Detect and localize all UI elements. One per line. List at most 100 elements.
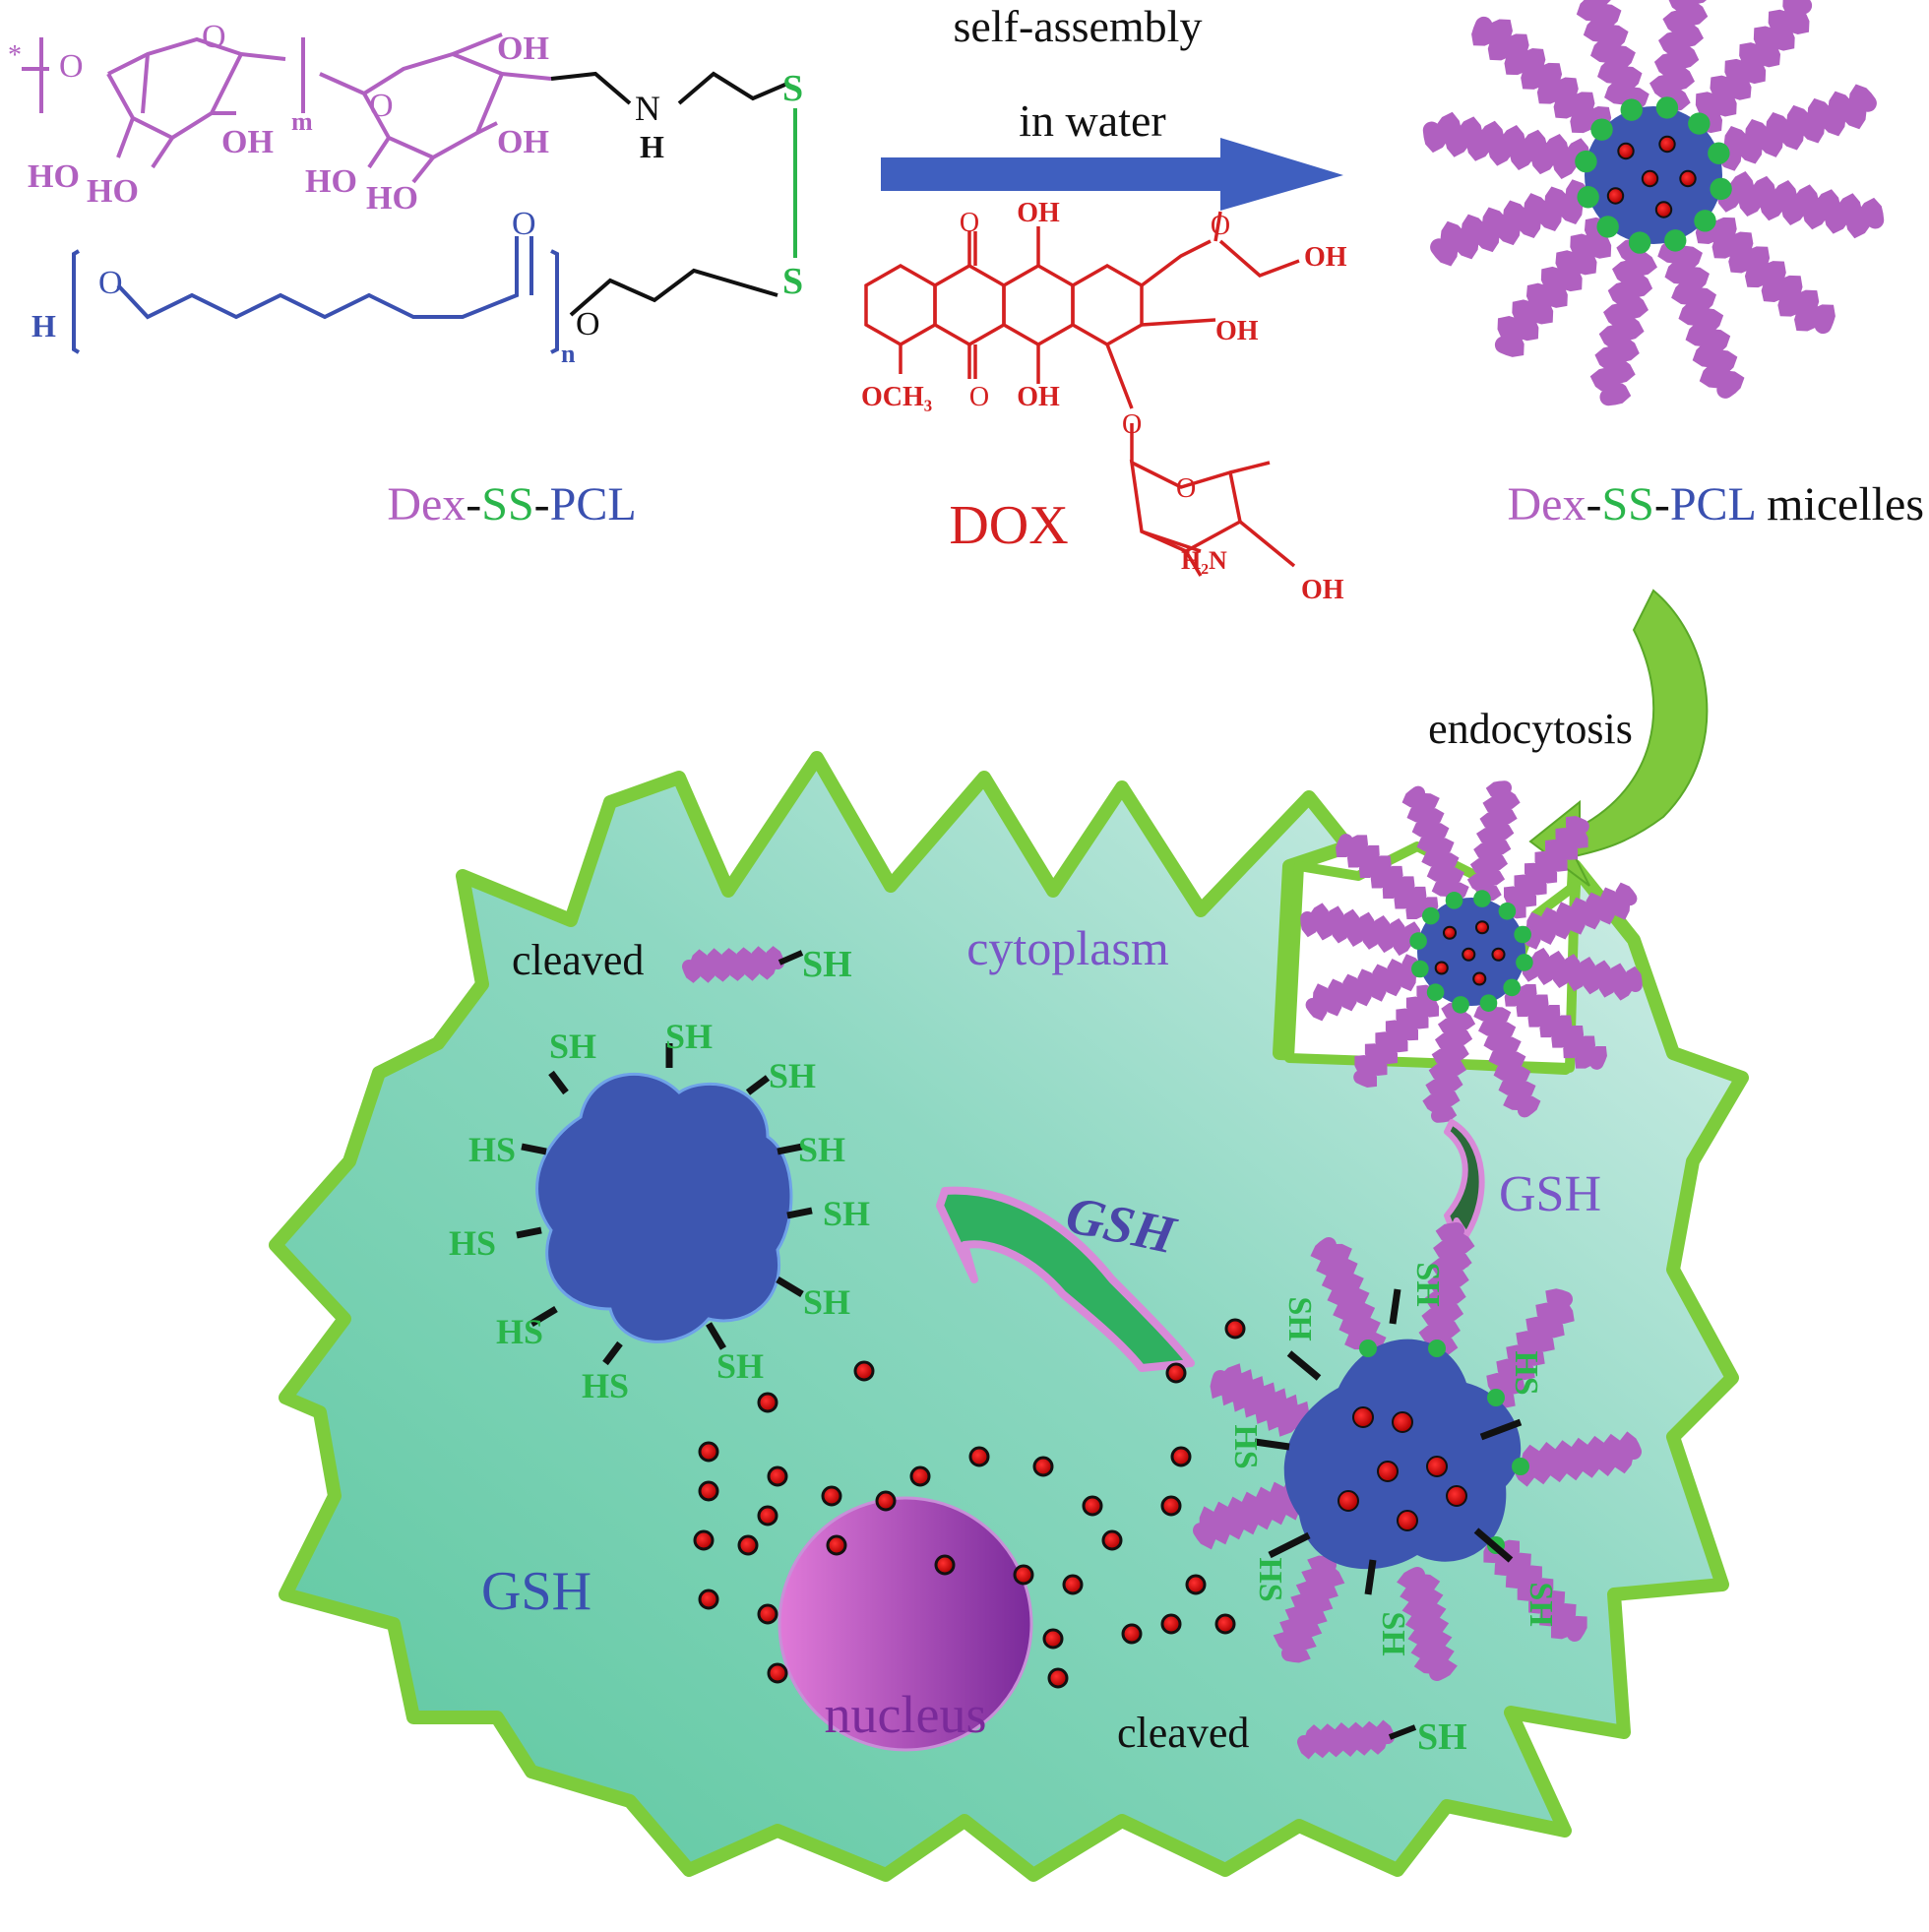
- disulfide-node: [1487, 1389, 1505, 1406]
- dox-molecule: [826, 1534, 847, 1556]
- hydroxyl-label: OH: [1017, 382, 1060, 412]
- thiol-label: SH: [1281, 1296, 1318, 1340]
- dox-molecule: [1224, 1318, 1246, 1340]
- dextran-arm: [1310, 1237, 1387, 1356]
- cleaved-dextran: [1297, 1719, 1395, 1760]
- thiol-bond: [521, 1143, 547, 1155]
- dox-molecule: [1397, 1510, 1418, 1531]
- repeat-subscript-n: n: [561, 340, 576, 368]
- dox-molecule: [1654, 201, 1673, 218]
- dox-molecule: [1377, 1461, 1399, 1482]
- dox-molecule: [821, 1485, 842, 1507]
- polymer-label: Dex-SS-PCL: [387, 478, 636, 530]
- micelle-top: [1422, 0, 1885, 406]
- dox-molecule: [1474, 920, 1490, 935]
- gsh-right-label: GSH: [1499, 1166, 1601, 1222]
- disulfide-node: [1421, 906, 1440, 925]
- dextran-arm: [1418, 1222, 1475, 1356]
- thiol-label: HS: [582, 1366, 629, 1405]
- hydroxyl-label: OH: [221, 124, 274, 160]
- dextran-arm: [1273, 1555, 1345, 1663]
- thiol-label: SH: [1417, 1716, 1467, 1758]
- hydroxyl-label: OH: [1017, 198, 1060, 228]
- hydroxyl-label: OH: [1301, 575, 1344, 605]
- cleaved-dextran: [682, 946, 784, 983]
- disulfide-node: [1628, 231, 1651, 254]
- amine-hydrogen: H: [640, 129, 664, 164]
- dox-molecule: [1679, 169, 1697, 188]
- dextran-arm: [1397, 1567, 1458, 1681]
- thiol-label: SH: [823, 1194, 870, 1233]
- sulfur-atom: S: [782, 68, 803, 109]
- disulfide-node: [1428, 1340, 1446, 1357]
- thiol-label: SH: [769, 1056, 816, 1095]
- cleaved-label-top: cleaved: [512, 936, 644, 984]
- dox-molecule: [1121, 1623, 1143, 1645]
- thiol-label: SH: [1409, 1262, 1446, 1306]
- dox-molecule: [1160, 1495, 1182, 1517]
- dox-molecule: [1101, 1529, 1123, 1551]
- thiol-label: HS: [1252, 1557, 1288, 1601]
- thiol-bond: [1479, 1418, 1523, 1441]
- disulfide-node: [1411, 960, 1429, 978]
- dox-molecule: [1392, 1411, 1413, 1433]
- dox-molecule: [968, 1446, 990, 1467]
- hydroxyl-label: HO: [28, 158, 80, 195]
- amine-nitrogen: N: [635, 89, 660, 128]
- ring-oxygen: O: [202, 19, 226, 55]
- dextran-arm: [1210, 1363, 1310, 1437]
- thiol-label: SH: [665, 1017, 713, 1056]
- disulfide-node: [1359, 1340, 1377, 1357]
- thiol-label: HS: [449, 1223, 496, 1263]
- dextran-arm: [1494, 217, 1614, 357]
- thiol-label: SH: [802, 944, 852, 985]
- thiol-label: SH: [1523, 1582, 1559, 1626]
- dox-molecule: [909, 1465, 931, 1487]
- dox-molecule: [1434, 961, 1449, 975]
- thiol-bond: [705, 1322, 727, 1350]
- cleaved-chain-bottom: [1297, 1719, 1417, 1760]
- carbonyl-oxygen: O: [960, 208, 979, 238]
- pcl-chain: [72, 236, 559, 354]
- dox-molecule: [1641, 169, 1659, 188]
- nucleus-label: nucleus: [825, 1685, 987, 1744]
- thiol-label: SH: [803, 1282, 850, 1322]
- dextran-arm: [1473, 999, 1541, 1118]
- dextran-arm: [1519, 882, 1638, 950]
- dextran-arm: [1471, 16, 1612, 136]
- dox-label: DOX: [949, 495, 1068, 556]
- terminal-hydrogen: H: [31, 308, 56, 343]
- thiol-bond: [1473, 1527, 1514, 1563]
- thiol-bond: [602, 1340, 623, 1366]
- dextran-arm: [1353, 984, 1441, 1088]
- hydroxyl-label: HO: [366, 180, 418, 217]
- ester-oxygen: O: [576, 306, 600, 343]
- disulfide-node: [1445, 892, 1463, 909]
- dex-ss-pcl-structure: * O O m O OH OH OH HO HO HO HO N H S S H…: [8, 19, 803, 530]
- thiol-label: SH: [798, 1130, 845, 1169]
- dox-molecule: [1082, 1495, 1103, 1517]
- dox-molecule: [698, 1589, 719, 1610]
- cell-membrane: [269, 751, 1749, 1882]
- dextran-arm: [1649, 0, 1709, 113]
- cleaved-chain-top: [682, 946, 804, 983]
- dextran-arm: [1336, 834, 1439, 921]
- thiol-bond: [776, 1276, 804, 1298]
- dox-molecule: [1462, 947, 1476, 962]
- carbonyl-oxygen: O: [969, 382, 989, 412]
- hydroxyl-label: OH: [497, 124, 549, 160]
- dextran-arm: [1521, 947, 1643, 1001]
- hydroxyl-label: OH: [1215, 316, 1259, 346]
- thiol-bond: [778, 950, 804, 966]
- sugar-ring-oxygen: O: [1176, 473, 1196, 504]
- dox-structure: O O O OH OH OH OH OCH₃ O O H₂N OH DOX: [861, 198, 1347, 605]
- linker-bonds: [550, 71, 788, 317]
- dox-molecule: [1170, 1446, 1192, 1467]
- glycosidic-oxygen: O: [1122, 409, 1142, 440]
- hydroxyl-label: OH: [1304, 242, 1347, 273]
- disulfide-node: [1596, 216, 1619, 238]
- endocytosis-arrow: [1528, 589, 1709, 887]
- dextran-arm: [1715, 171, 1885, 239]
